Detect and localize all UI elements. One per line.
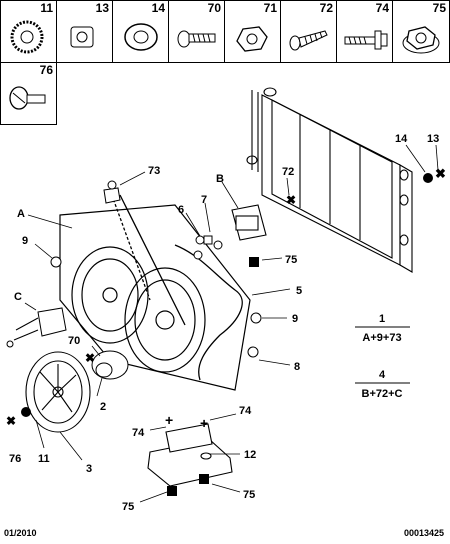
resistor-b [231,204,267,241]
countersunk-screw-icon [9,86,46,110]
parts-cell-72: 72 [280,0,337,63]
callout-11: 11 [38,453,50,465]
serrated-washer-icon [10,20,44,54]
part-number: 76 [39,63,53,77]
callout-7: 7 [201,194,207,206]
callout-13: 13 [427,133,439,145]
parts-cell-14: 14 [112,0,169,63]
callout-2: 2 [100,401,106,413]
part-number: 72 [319,1,333,15]
callout-75-bottom-right: 75 [243,489,255,501]
callout-14: 14 [395,133,408,145]
flange-nut-icon [402,26,440,54]
radiator [246,87,413,273]
callout-12: 12 [244,449,256,461]
hex-nut-icon [236,26,268,52]
footer-code: 00013425 [403,528,444,538]
clip-73 [103,180,121,204]
callout-5: 5 [296,285,302,297]
part-number: 14 [151,1,165,15]
fan-3 [25,351,91,433]
svg-text:+: + [200,415,208,431]
callout-c: C [14,291,22,303]
callout-a: A [17,208,25,220]
part-number: 70 [207,1,221,15]
small-parts-6-7 [193,235,223,260]
assembly-formula-4: 4 B+72+C [355,369,410,400]
svg-text:✖: ✖ [286,193,296,207]
callout-b: B [216,173,224,185]
callout-3: 3 [86,463,92,475]
callout-75-bottom-left: 75 [122,501,134,513]
callout-9-right: 9 [292,313,298,325]
wire-harness [109,189,243,381]
parts-cell-76: 76 [0,62,57,125]
callout-74-right: 74 [239,405,252,417]
parts-cell-71: 71 [224,0,281,63]
assembly-formula-1: 1 A+9+73 [355,313,410,344]
screw-9b-mark [250,312,262,324]
pan-head-screw-icon [177,30,216,48]
motor-2 [91,350,129,380]
tapping-screw-icon [289,30,328,51]
flat-washer-icon [124,23,158,51]
formula-4-number: 4 [379,369,386,381]
part-number: 74 [375,1,389,15]
symbols: ✖ ✖ ✖ ✖ + + [6,166,446,496]
collar-screw-icon [344,30,388,50]
svg-text:+: + [165,412,173,428]
parts-cell-11: 11 [0,0,57,63]
part-number: 11 [40,1,53,15]
callout-70: 70 [68,335,80,347]
part-number: 71 [263,1,277,15]
screw-9a-mark [50,256,62,268]
callout-6: 6 [178,204,184,216]
svg-text:✖: ✖ [435,166,446,181]
callout-74-left: 74 [132,427,145,439]
parts-cell-13: 13 [56,0,113,63]
fan-shroud [59,204,251,391]
bracket-12 [147,423,233,487]
callout-73: 73 [148,165,160,177]
footer-date: 01/2010 [4,528,37,538]
part-number: 13 [95,1,109,15]
svg-text:✖: ✖ [6,414,16,428]
svg-text:✖: ✖ [85,351,95,365]
formula-4-text: B+72+C [362,388,403,400]
part-number: 75 [432,1,446,15]
leader-lines [24,144,439,503]
callout-76: 76 [9,453,21,465]
parts-cell-75: 75 [392,0,450,63]
bracket-c [6,307,67,348]
parts-cell-74: 74 [336,0,393,63]
part-8 [247,346,259,358]
parts-cell-70: 70 [168,0,225,63]
callout-72: 72 [282,166,294,178]
socket-screw-icon [70,26,94,48]
callout-9-left: 9 [22,235,28,247]
formula-1-number: 1 [379,313,385,325]
callout-8: 8 [294,361,300,373]
callout-75-right: 75 [285,254,297,266]
formula-1-text: A+9+73 [362,332,401,344]
